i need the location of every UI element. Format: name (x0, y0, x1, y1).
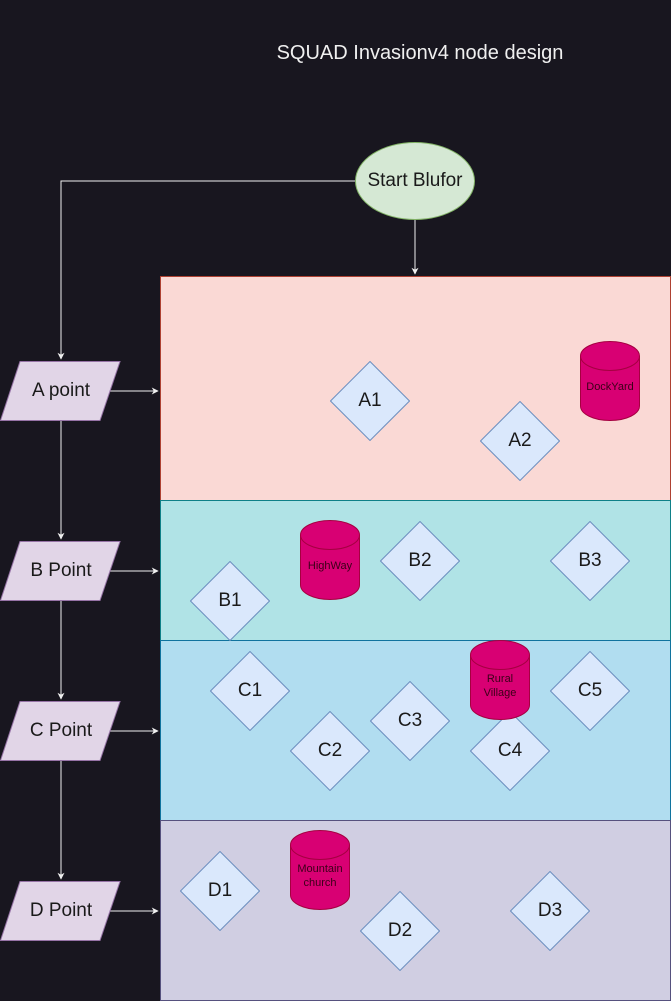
node-c1-label: C1 (237, 680, 263, 701)
node-b2-label: B2 (408, 550, 432, 571)
node-d3[interactable]: D3 (510, 871, 590, 951)
node-a2[interactable]: A2 (480, 401, 560, 481)
node-c2[interactable]: C2 (290, 711, 370, 791)
node-d2[interactable]: D2 (360, 891, 440, 971)
node-c1[interactable]: C1 (210, 651, 290, 731)
point-c-label: C Point (29, 720, 93, 741)
location-mountain-church[interactable]: Mountain church (290, 830, 350, 910)
node-a2-label: A2 (508, 430, 532, 451)
node-c5-label: C5 (577, 680, 603, 701)
point-c[interactable]: C Point (0, 701, 122, 761)
node-c5[interactable]: C5 (550, 651, 630, 731)
start-blufor-label: Start Blufor (367, 170, 463, 191)
node-d2-label: D2 (387, 920, 413, 941)
diagram-title: SQUAD Invasionv4 node design (276, 42, 564, 64)
node-b1[interactable]: B1 (190, 561, 270, 641)
node-b3-label: B3 (578, 550, 602, 571)
location-dockyard[interactable]: DockYard (580, 341, 640, 421)
node-d1-label: D1 (207, 880, 233, 901)
point-a[interactable]: A point (0, 361, 122, 421)
node-c3[interactable]: C3 (370, 681, 450, 761)
location-dockyard-label: DockYard (586, 381, 634, 393)
point-d-label: D Point (29, 900, 93, 921)
node-a1[interactable]: A1 (330, 361, 410, 441)
node-b2[interactable]: B2 (380, 521, 460, 601)
node-c3-label: C3 (397, 710, 423, 731)
location-rural-village-label: Rural Village (483, 673, 517, 699)
location-highway-label: HighWay (307, 560, 353, 572)
location-highway[interactable]: HighWay (300, 520, 360, 600)
point-d[interactable]: D Point (0, 881, 122, 941)
start-blufor-node[interactable]: Start Blufor (355, 142, 475, 220)
node-b3[interactable]: B3 (550, 521, 630, 601)
node-c4-label: C4 (497, 740, 523, 761)
point-a-label: A point (31, 380, 91, 401)
node-d1[interactable]: D1 (180, 851, 260, 931)
location-mountain-church-label: Mountain church (297, 863, 343, 889)
node-c4[interactable]: C4 (470, 711, 550, 791)
point-b[interactable]: B Point (0, 541, 122, 601)
location-rural-village[interactable]: Rural Village (470, 640, 530, 720)
node-a1-label: A1 (358, 390, 382, 411)
point-b-label: B Point (30, 560, 92, 581)
node-d3-label: D3 (537, 900, 563, 921)
node-c2-label: C2 (317, 740, 343, 761)
node-b1-label: B1 (218, 590, 242, 611)
